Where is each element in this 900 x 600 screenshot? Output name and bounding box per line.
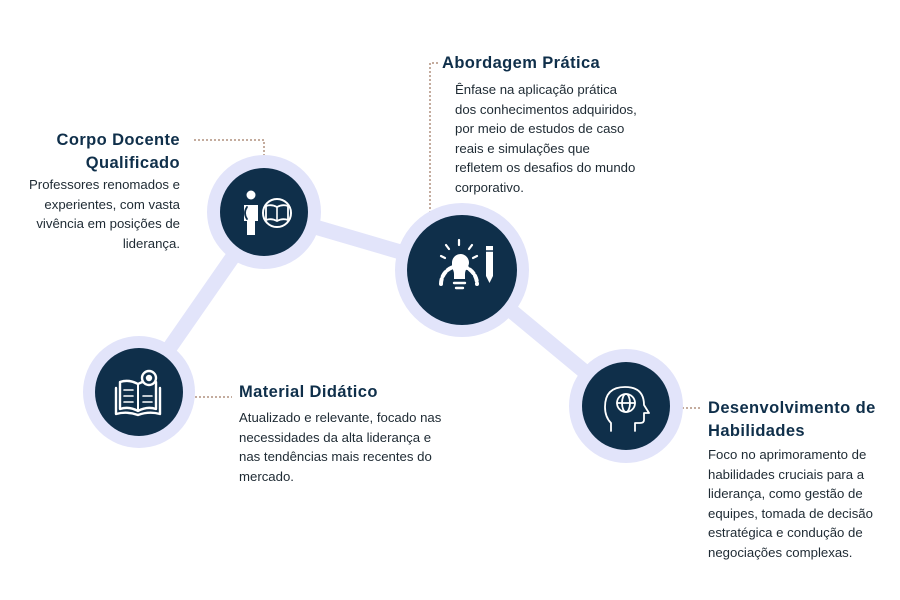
node-corpo-docente	[207, 155, 321, 269]
description-line: Foco no aprimoramento de	[708, 447, 867, 462]
desenvolvimento-habilidades-title: Desenvolvimento de Habilidades	[708, 397, 898, 443]
title-line: Material Didático	[239, 383, 378, 401]
node-abordagem-pratica	[395, 203, 529, 337]
node-material-didatico	[83, 336, 195, 448]
lightbulb-gear-pencil-icon	[439, 238, 494, 290]
head-globe-icon	[604, 386, 650, 432]
material-didatico-title: Material Didático	[239, 381, 499, 404]
desenvolvimento-habilidades-description: Foco no aprimoramento de habilidades cru…	[708, 445, 898, 563]
description-line: habilidades cruciais para a	[708, 466, 865, 482]
description-line: refletem os desafios do mundo	[455, 160, 636, 176]
node-desenvolvimento-habilidades	[569, 349, 683, 463]
leader-abordagem	[429, 62, 438, 215]
description-line: reais e simulações que	[455, 140, 590, 156]
material-didatico-description: Atualizado e relevante, focado nas neces…	[239, 408, 499, 486]
title-line: Qualificado	[85, 154, 180, 172]
description-line: Ênfase na aplicação prática	[455, 82, 618, 97]
connectors	[131, 204, 634, 414]
description-line: dos conhecimentos adquiridos,	[455, 101, 637, 117]
corpo-docente-title: Corpo Docente Qualificado	[20, 129, 180, 175]
description-line: necessidades da alta liderança e	[239, 429, 432, 445]
description-line: negociações complexas.	[708, 544, 853, 560]
abordagem-pratica-description: Ênfase na aplicação prática dos conhecim…	[455, 80, 695, 198]
abordagem-pratica-title: Abordagem Prática	[442, 52, 702, 75]
corpo-docente-description: Professores renomados e experientes, com…	[0, 175, 180, 253]
description-line: experientes, com vasta	[44, 196, 180, 212]
title-line: Abordagem Prática	[442, 54, 601, 72]
leader-corpo	[194, 139, 265, 160]
description-line: por meio de estudos de caso	[455, 121, 625, 137]
description-line: vivência em posições de	[36, 216, 180, 232]
description-line: nas tendências mais recentes do	[239, 449, 432, 465]
description-line: estratégica e condução de	[708, 525, 863, 541]
description-line: liderança.	[122, 235, 180, 251]
description-line: Professores renomados e	[29, 177, 180, 192]
title-line: Desenvolvimento de	[708, 399, 876, 417]
description-line: mercado.	[239, 468, 294, 484]
title-line: Habilidades	[708, 422, 806, 440]
description-line: equipes, tomada de decisão	[708, 505, 873, 521]
title-line: Corpo Docente	[56, 131, 180, 149]
description-line: corporativo.	[455, 179, 524, 195]
description-line: Atualizado e relevante, focado nas	[239, 410, 442, 425]
professor-book-icon	[244, 190, 292, 235]
leader-lines	[194, 62, 702, 409]
open-book-target-icon	[114, 369, 162, 417]
description-line: liderança, como gestão de	[708, 486, 863, 502]
